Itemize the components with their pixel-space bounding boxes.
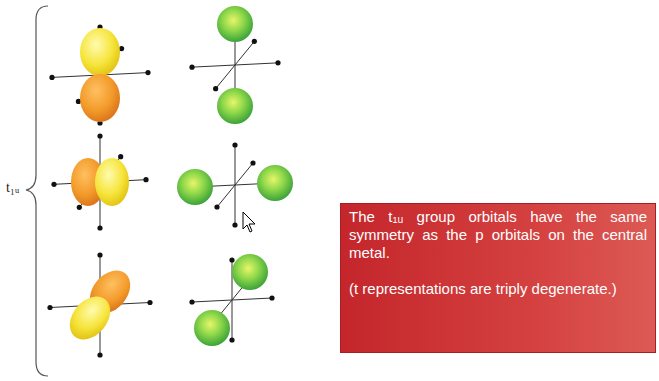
ligand-orbital (194, 310, 230, 346)
note-text: The t₁ᵤ group orbitals have the same sym… (349, 208, 647, 262)
ligand-orbital (232, 254, 268, 290)
ligand-axes (47, 252, 152, 357)
ligand-orbital (217, 88, 253, 124)
orbital-lobe (95, 158, 129, 206)
note-text: (t representations are triply degenerate… (349, 280, 647, 298)
representation-label: t₁ᵤ (6, 180, 19, 196)
ligand-axes (51, 133, 148, 230)
orbital-lobe (80, 74, 120, 122)
mouse-cursor (243, 212, 255, 232)
ligand-orbital (257, 165, 293, 201)
note-box: The t₁ᵤ group orbitals have the same sym… (340, 203, 656, 353)
orbital-lobe (80, 28, 120, 76)
ligand-orbital (217, 6, 253, 42)
ligand-orbital (177, 169, 213, 205)
brace (26, 6, 48, 376)
orbital-lobe (62, 289, 119, 348)
ligand-axes (49, 24, 150, 125)
